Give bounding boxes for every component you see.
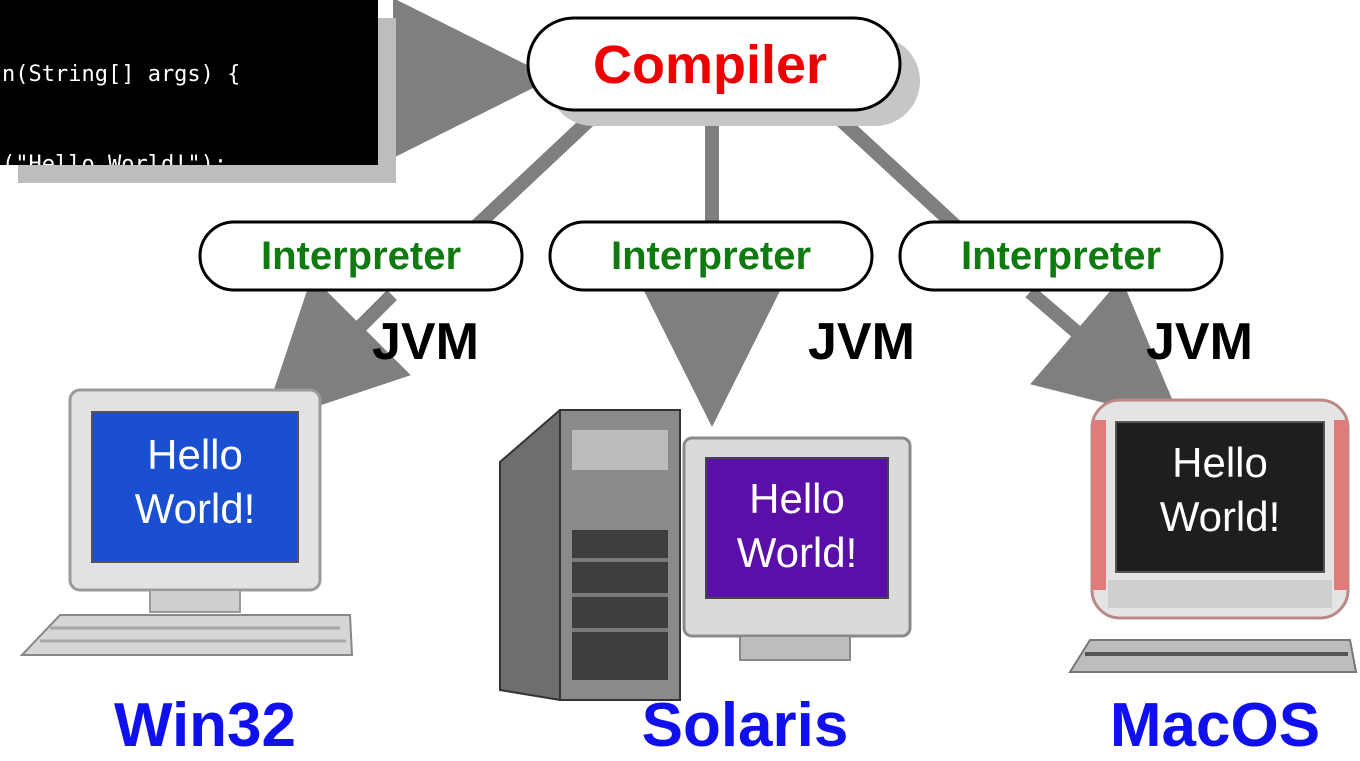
jvm-label-2: JVM <box>808 313 915 371</box>
compiler-label: Compiler <box>592 35 828 95</box>
platform-label-solaris: Solaris <box>641 691 849 760</box>
interpreter-node-2 <box>548 220 874 292</box>
interpreter-node-1 <box>198 220 524 292</box>
line-compiler-to-interpreter-3 <box>825 104 965 236</box>
line-compiler-to-interpreter-1 <box>465 104 605 238</box>
platform-label-win32: Win32 <box>113 691 297 760</box>
jvm-label-3: JVM <box>1146 313 1253 371</box>
arrow-interpreter-to-win32 <box>262 276 411 425</box>
solaris-screen-line-1: Hello <box>749 475 845 522</box>
solaris-server-icon <box>499 409 681 701</box>
macos-screen-text: Hello World! <box>1116 436 1324 544</box>
code-line-2: ("Hello World!"); <box>2 152 228 165</box>
macos-screen-line-1: Hello <box>1172 439 1268 486</box>
code-line-1: n(String[] args) { <box>2 62 241 87</box>
platform-label-macos: MacOS <box>1109 691 1321 760</box>
win32-screen-text: Hello World! <box>92 428 298 536</box>
win32-screen-line-1: Hello <box>147 431 243 478</box>
win32-computer-icon <box>19 388 354 656</box>
solaris-screen-line-2: World! <box>736 529 858 576</box>
jvm-label-1: JVM <box>372 313 479 371</box>
interpreter-label-3: Interpreter <box>960 233 1162 278</box>
solaris-monitor-icon <box>682 436 912 661</box>
compiler-node <box>526 16 902 112</box>
source-code-window: n(String[] args) { ("Hello World!"); <box>0 0 378 165</box>
interpreter-label-2: Interpreter <box>610 233 812 278</box>
solaris-screen-text: Hello World! <box>706 472 888 580</box>
interpreter-label-1: Interpreter <box>260 233 462 278</box>
macos-computer-icon <box>1068 398 1358 673</box>
win32-screen-line-2: World! <box>134 485 256 532</box>
interpreter-node-3 <box>898 220 1224 292</box>
macos-screen-line-2: World! <box>1159 493 1281 540</box>
arrow-interpreter-to-macos <box>1025 278 1182 423</box>
